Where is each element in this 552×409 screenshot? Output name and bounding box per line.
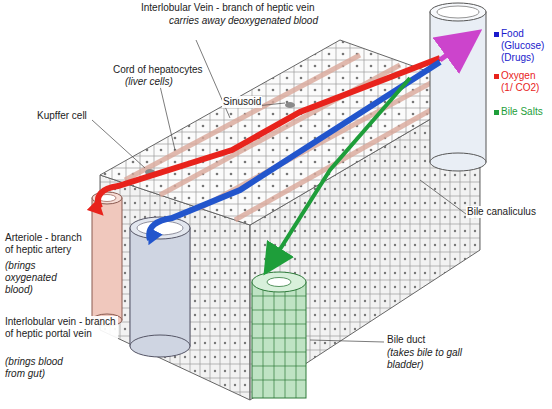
part-label: carries away deoxygenated blood <box>168 15 319 27</box>
part-label: Arteriole - branch of heptic artery <box>4 232 90 256</box>
legend-swatch <box>494 110 499 115</box>
legend-swatch <box>494 74 499 79</box>
part-label: (takes bile to gall bladder) <box>386 347 488 371</box>
legend-text: Bile Salts <box>501 106 549 118</box>
part-label: Bile canaliculus <box>466 206 548 218</box>
legend-text: Oxygen (1/ CO2) <box>501 70 549 94</box>
part-label: Interlobular vein - branch of heptic por… <box>4 316 118 340</box>
part-label: Cord of hepatocytes <box>112 64 204 76</box>
part-label: (brings blood from gut) <box>4 356 86 380</box>
part-label: Interlobular Vein - branch of heptic vei… <box>140 2 315 14</box>
legend-swatch <box>494 32 499 37</box>
legend-text: Food (Glucose) (Drugs) <box>501 28 549 64</box>
part-label: Bile duct <box>386 334 426 346</box>
part-label: (liver cells) <box>124 76 174 88</box>
part-label: Sinusoid <box>222 96 262 108</box>
part-label: Kupffer cell <box>36 110 88 122</box>
part-label: (brings oxygenated blood) <box>4 260 68 296</box>
